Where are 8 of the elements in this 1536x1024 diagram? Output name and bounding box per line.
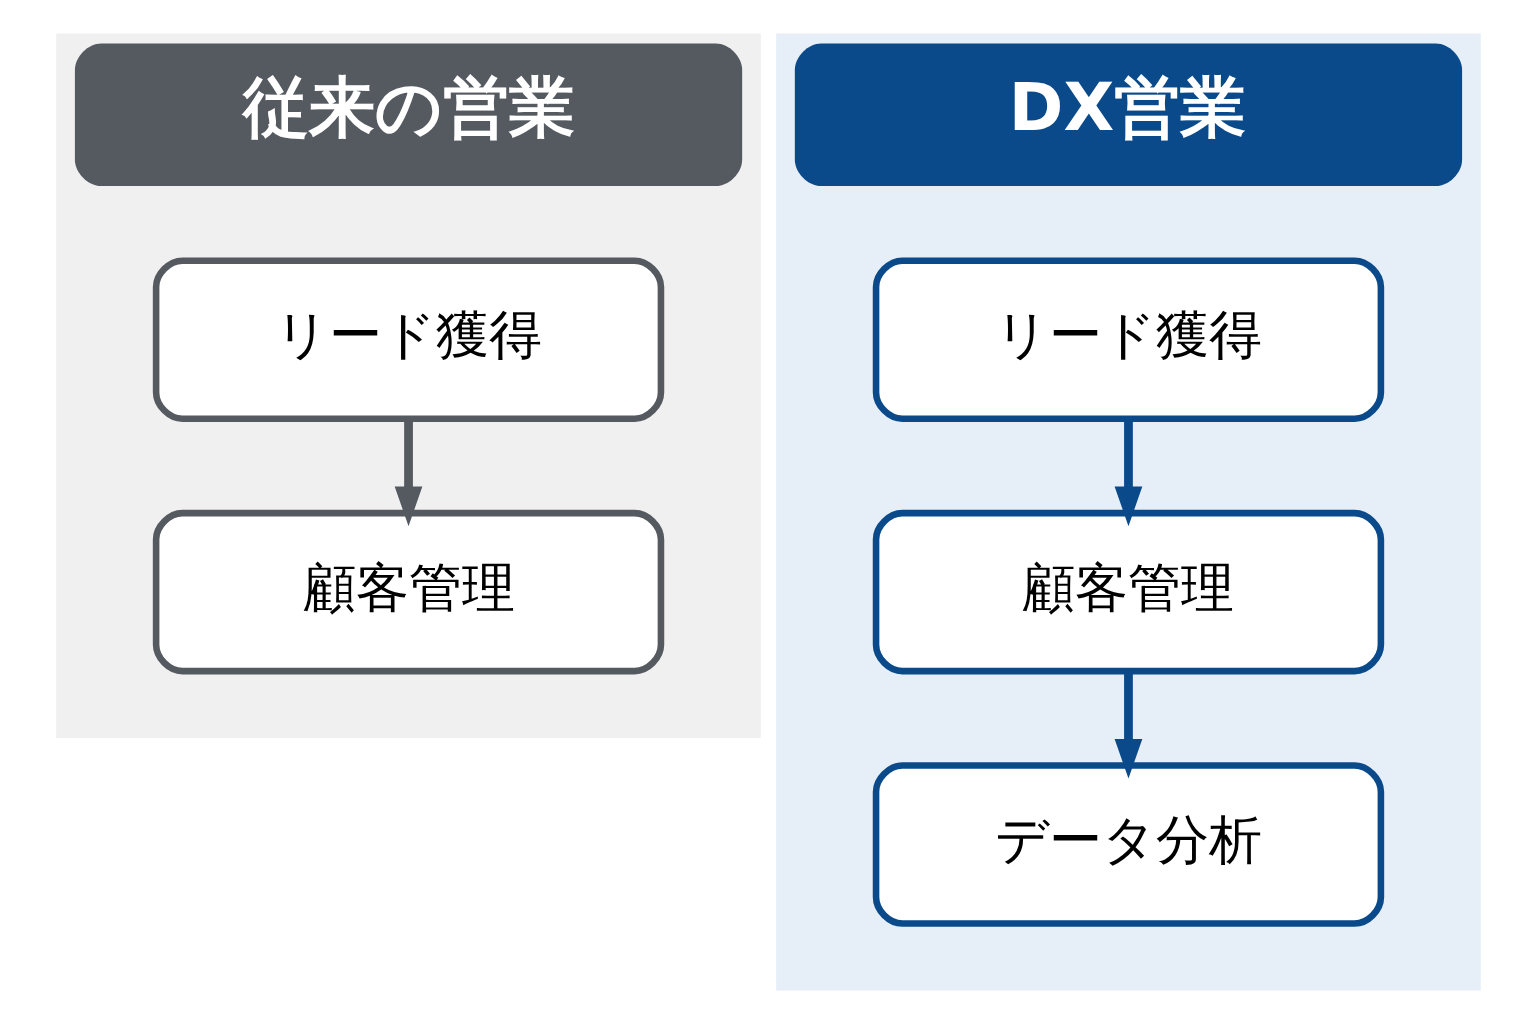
node-box: データ分析 [872, 762, 1384, 927]
node-box: 顧客管理 [152, 509, 664, 675]
node-box: 顧客管理 [872, 509, 1384, 675]
arrow [1114, 419, 1142, 527]
arrow [394, 419, 422, 527]
arrow [1114, 671, 1142, 779]
node-box: リード獲得 [152, 257, 664, 422]
node-box: リード獲得 [872, 257, 1384, 422]
